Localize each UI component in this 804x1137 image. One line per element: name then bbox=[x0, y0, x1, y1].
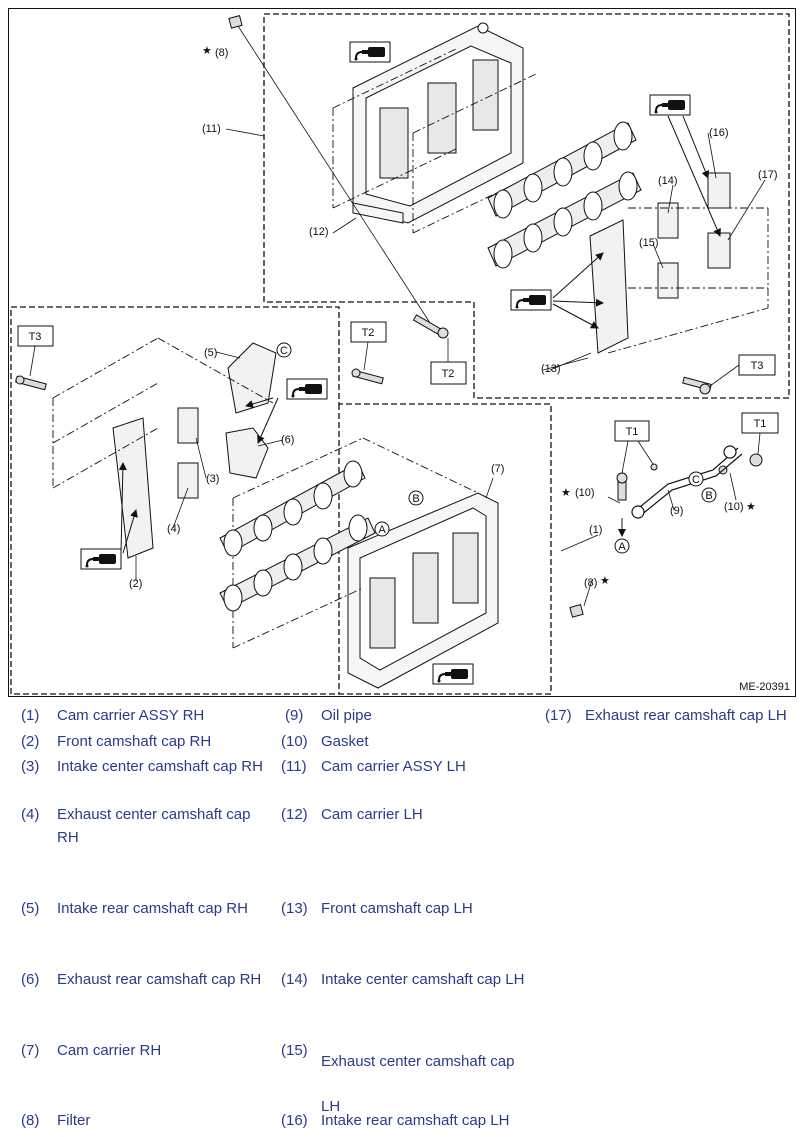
star-mark: ★ bbox=[746, 501, 756, 513]
ref-marker: A bbox=[618, 541, 626, 553]
oil-can-icon bbox=[510, 289, 552, 311]
oil-can-icon bbox=[649, 94, 691, 116]
callout-11: (11) bbox=[202, 123, 221, 135]
callout-17: (17) bbox=[758, 169, 778, 181]
callout-6: (6) bbox=[281, 434, 294, 446]
ref-marker: B bbox=[412, 493, 419, 505]
callout-7: (7) bbox=[491, 463, 504, 475]
callout-15: (15) bbox=[639, 237, 659, 249]
camshaft-caps-rh bbox=[112, 342, 277, 559]
callout-8: (8) bbox=[584, 577, 597, 589]
callout-13: (13) bbox=[541, 363, 561, 375]
torque-tag: T1 bbox=[626, 426, 639, 438]
callout-4: (4) bbox=[167, 523, 180, 535]
torque-tag: T3 bbox=[751, 360, 764, 372]
torque-tag: T2 bbox=[362, 327, 375, 339]
assy-lh-dashed-box bbox=[263, 13, 790, 399]
ref-marker: A bbox=[378, 524, 386, 536]
star-mark: ★ bbox=[561, 487, 571, 499]
star-mark: ★ bbox=[600, 575, 610, 587]
torque-tag: T3 bbox=[29, 331, 42, 343]
ref-marker: C bbox=[692, 474, 700, 486]
leader-lines bbox=[135, 128, 766, 607]
camshafts-lh bbox=[487, 121, 642, 269]
torque-tag: T2 bbox=[442, 368, 455, 380]
ref-marker: C bbox=[280, 345, 288, 357]
oil-can-icon bbox=[80, 548, 122, 570]
rh-caps-dashed-box bbox=[10, 306, 552, 695]
oil-can-icon bbox=[432, 663, 474, 685]
callout-5: (5) bbox=[204, 347, 217, 359]
oil-can-icon bbox=[286, 378, 328, 400]
ref-marker: B bbox=[705, 490, 712, 502]
callout-14: (14) bbox=[658, 175, 678, 187]
figure-id: ME-20391 bbox=[739, 681, 790, 693]
callout-8: (8) bbox=[215, 47, 228, 59]
cam-carrier-lh bbox=[352, 22, 524, 224]
callout-10: (10) bbox=[724, 501, 744, 513]
callout-3: (3) bbox=[206, 473, 219, 485]
oil-can-icon bbox=[349, 41, 391, 63]
callout-16: (16) bbox=[709, 127, 729, 139]
callout-12: (12) bbox=[309, 226, 329, 238]
star-mark: ★ bbox=[202, 45, 212, 57]
callout-1: (1) bbox=[589, 524, 602, 536]
callout-10: (10) bbox=[575, 487, 595, 499]
cam-carrier-rh bbox=[347, 492, 499, 689]
torque-tag: T1 bbox=[754, 418, 767, 430]
exploded-diagram: T3 T2 T2 T3 T1 T1 A A B B C C ★ ★ ★ ★ (8… bbox=[8, 8, 796, 697]
bolts bbox=[15, 15, 763, 618]
callout-9: (9) bbox=[670, 505, 683, 517]
camshafts-rh bbox=[219, 460, 376, 612]
callout-2: (2) bbox=[129, 578, 142, 590]
